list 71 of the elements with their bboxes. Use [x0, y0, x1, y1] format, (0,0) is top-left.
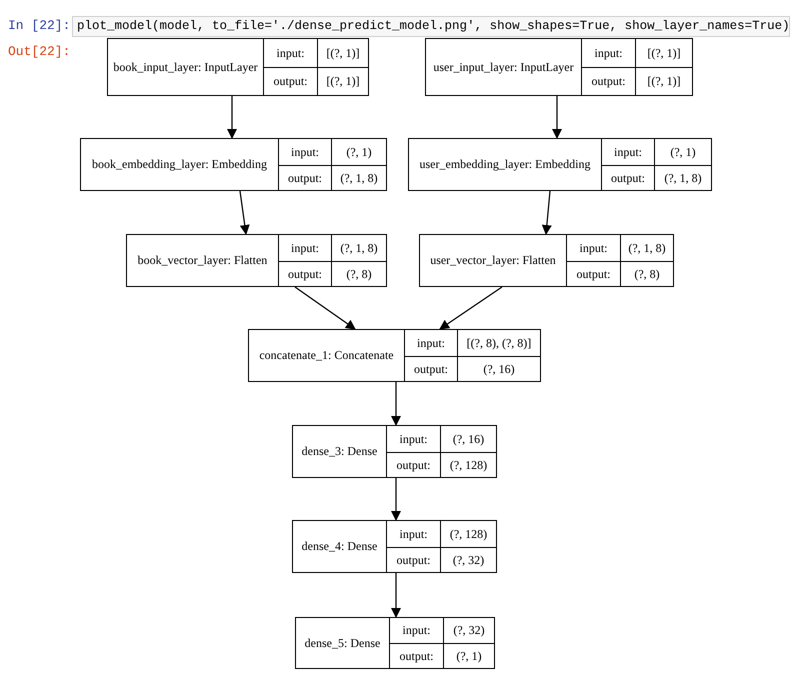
layer-name: dense_5: Dense: [304, 636, 380, 650]
layer-box: [292, 425, 497, 478]
shape-label: input:: [579, 240, 608, 256]
layer-name: user_embedding_layer: Embedding: [420, 157, 590, 172]
shape-label: output:: [396, 458, 430, 472]
input-prompt: In [22]:: [8, 18, 70, 33]
shape-value: (?, 1, 8): [664, 170, 702, 186]
arrow: [542, 190, 552, 235]
arrow: [227, 96, 237, 139]
shape-label: output:: [610, 170, 645, 186]
layer-name: user_vector_layer: Flatten: [430, 253, 556, 268]
arrow: [552, 96, 562, 139]
shape-value: [(?, 1)]: [647, 46, 681, 60]
shape-label: input:: [416, 336, 445, 350]
shape-label: output:: [399, 648, 434, 664]
output-prompt: Out[22]:: [8, 44, 70, 59]
layer-box: [419, 234, 674, 287]
layer-name: concatenate_1: Concatenate: [259, 348, 394, 363]
shape-label: output:: [273, 74, 308, 89]
shape-label: output:: [288, 266, 322, 282]
layer-box: [425, 38, 693, 96]
shape-value: (?, 8): [634, 266, 660, 282]
layer-box: [248, 329, 541, 382]
shape-value: (?, 16): [483, 362, 515, 376]
shape-label: input:: [290, 240, 319, 256]
shape-value: (?, 1, 8): [340, 240, 378, 256]
shape-label: output:: [414, 362, 448, 376]
arrow: [439, 286, 502, 330]
arrow: [391, 382, 401, 426]
arrow: [391, 573, 401, 618]
shape-value: (?, 32): [452, 552, 484, 568]
shape-value: (?, 128): [450, 526, 488, 542]
shape-label: input:: [402, 623, 430, 638]
shape-value: [(?, 1)]: [326, 74, 360, 89]
shape-label: output:: [396, 552, 430, 568]
layer-name: dense_3: Dense: [302, 444, 378, 459]
layer-box: [107, 38, 369, 96]
shape-value: (?, 1): [670, 144, 696, 160]
shape-value: (?, 16): [452, 432, 484, 446]
layer-name: book_vector_layer: Flatten: [138, 253, 268, 268]
shape-label: output:: [591, 74, 626, 89]
layer-name: book_embedding_layer: Embedding: [92, 157, 267, 172]
layer-name: book_input_layer: InputLayer: [113, 60, 258, 74]
shape-value: (?, 1, 8): [340, 170, 378, 186]
layer-box: [80, 138, 387, 191]
arrow: [391, 478, 401, 521]
shape-value: (?, 1, 8): [628, 240, 666, 256]
shape-value: (?, 32): [453, 623, 485, 638]
layer-name: user_input_layer: InputLayer: [433, 60, 574, 74]
shape-value: (?, 128): [450, 458, 488, 472]
shape-value: [(?, 1)]: [647, 74, 681, 89]
shape-value: (?, 8): [346, 266, 372, 282]
shape-label: output:: [288, 170, 322, 186]
shape-label: input:: [594, 46, 622, 60]
shape-label: input:: [399, 526, 428, 542]
shape-label: input:: [290, 144, 319, 160]
shape-value: (?, 1): [456, 648, 482, 664]
shape-value: [(?, 8), (?, 8)]: [466, 336, 532, 350]
shape-label: input:: [614, 144, 642, 160]
layer-box: [126, 234, 387, 287]
shape-value: (?, 1): [346, 144, 372, 160]
layer-name: dense_4: Dense: [302, 539, 378, 554]
shape-value: [(?, 1)]: [326, 46, 360, 60]
arrow: [239, 190, 250, 235]
arrow: [294, 286, 356, 330]
shape-label: output:: [576, 266, 610, 282]
shape-label: input:: [399, 432, 428, 446]
shape-label: input:: [276, 46, 304, 60]
layer-box: [408, 138, 712, 191]
layer-box: [292, 520, 497, 573]
layer-box: [295, 617, 495, 669]
